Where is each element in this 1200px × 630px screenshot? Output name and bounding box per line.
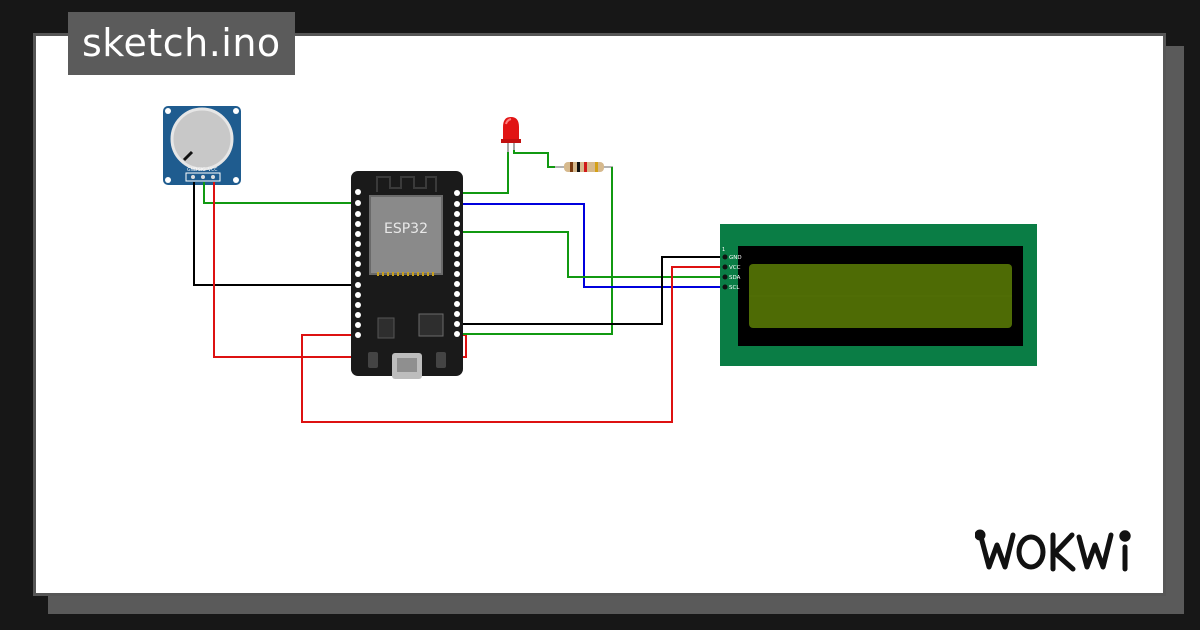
esp32-board[interactable]: ESP32 [351, 171, 463, 379]
wire-green [457, 152, 509, 194]
esp32-label: ESP32 [384, 221, 428, 237]
red-led[interactable] [501, 117, 521, 153]
resistor[interactable] [553, 162, 613, 172]
lcd-pin-label: SDA [729, 275, 741, 281]
pot-pin-label: GND [187, 167, 198, 173]
wire-red [301, 266, 724, 423]
wire-green [513, 150, 555, 168]
lcd-pin1-marker: 1 [722, 247, 725, 253]
wire-green [457, 167, 613, 335]
pot-pin-label: SIG [198, 167, 206, 173]
esp32-pins-left [355, 189, 361, 338]
pot-knob[interactable] [170, 107, 234, 171]
wire-green [203, 182, 359, 204]
wire-green [457, 231, 724, 278]
lcd-pin-label: VCC [729, 265, 741, 271]
wire-blue [457, 203, 724, 288]
wire-black [457, 256, 724, 325]
wokwi-logo-icon [975, 529, 1131, 572]
lcd-pin-label: GND [729, 255, 742, 261]
lcd-display[interactable]: 1 GND VCC SDA SCL [720, 224, 1037, 366]
potentiometer[interactable]: GND SIG VCC [163, 106, 241, 185]
sketch-title: sketch.ino [68, 12, 295, 75]
esp32-pins-right [454, 190, 460, 337]
pot-pin-label: VCC [208, 167, 217, 173]
wire-black [193, 182, 359, 286]
lcd-pin-label: SCL [729, 285, 740, 291]
